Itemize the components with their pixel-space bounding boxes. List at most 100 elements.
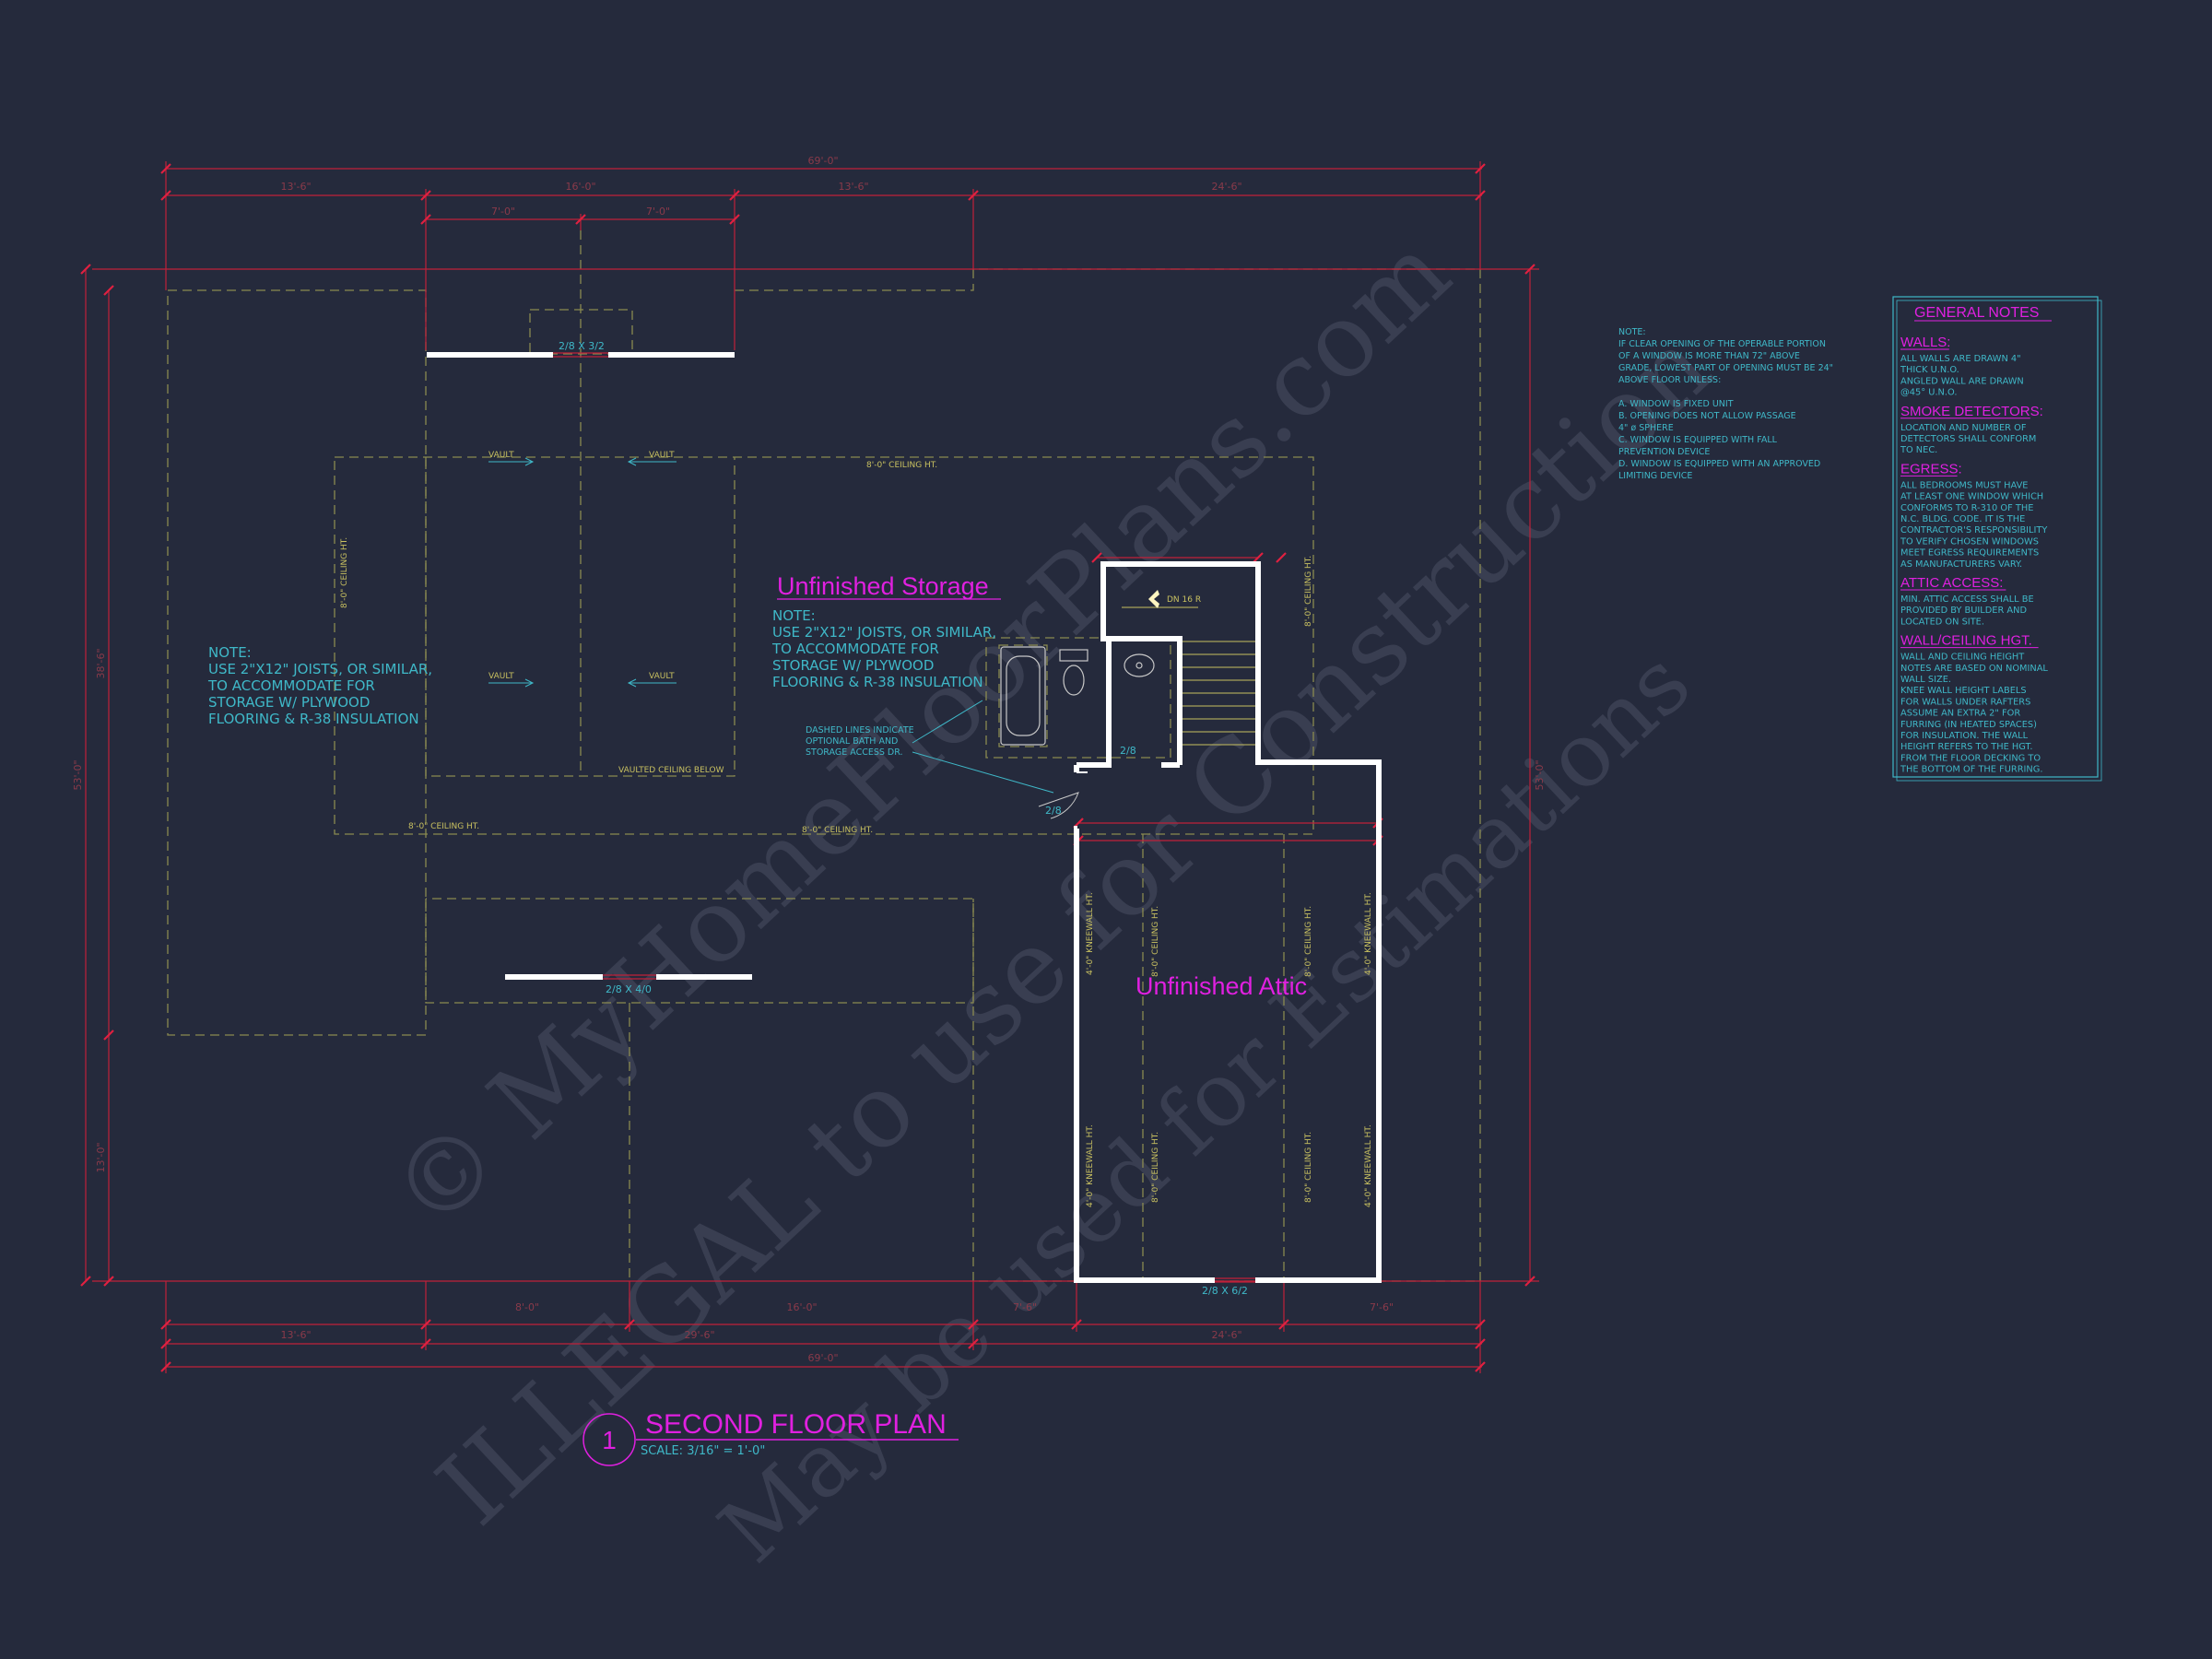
- drawing-number-circle: [582, 1413, 636, 1466]
- general-notes-line: HEIGHT REFERS TO THE HGT.: [1900, 742, 2032, 752]
- watermark: © MyHomeFloorPlans.com ILLEGAL to use fo…: [369, 213, 1733, 1583]
- dim-left-upper: 38'-6": [95, 648, 107, 678]
- general-notes-line: WALL SIZE.: [1900, 675, 1951, 685]
- dim-bottom-sub-4: 7'-6": [1370, 1301, 1394, 1313]
- door-label-2: 2/8: [1045, 805, 1062, 817]
- ceiling-label-6: 8'-0" CEILING HT.: [1151, 906, 1160, 977]
- general-notes-line: @45° U.N.O.: [1900, 388, 1957, 398]
- storage-note: NOTE: USE 2"X12" JOISTS, OR SIMILAR, TO …: [771, 607, 996, 690]
- door-swing: [1038, 792, 1079, 819]
- left-storage-note: NOTE: USE 2"X12" JOISTS, OR SIMILAR, TO …: [207, 644, 432, 727]
- ceiling-label-9: 8'-0" CEILING HT.: [1304, 1132, 1313, 1203]
- room-title-attic: Unfinished Attic: [1135, 972, 1307, 1000]
- general-notes-line: LOCATION AND NUMBER OF: [1900, 423, 2027, 433]
- window-label-top: 2/8 X 3/2: [559, 340, 605, 352]
- dashed-note-line-3: STORAGE ACCESS DR.: [806, 747, 903, 758]
- storage-note-line-5: FLOORING & R-38 INSULATION: [772, 674, 983, 690]
- dashed-outlines: [167, 230, 1481, 1282]
- stair-down-arrow-icon: [1148, 590, 1159, 608]
- general-notes-line: FURRING (IN HEATED SPACES): [1900, 720, 2037, 730]
- window-note-line-4: GRADE, LOWEST PART OF OPENING MUST BE 24…: [1618, 363, 1833, 373]
- general-notes-line: TO NEC.: [1900, 445, 1937, 455]
- window-note: NOTE: IF CLEAR OPENING OF THE OPERABLE P…: [1618, 327, 1833, 481]
- general-notes-heading: SMOKE DETECTORS:: [1900, 404, 2043, 419]
- room-title-storage: Unfinished Storage: [777, 572, 989, 600]
- stair-treads: [1122, 606, 1255, 746]
- storage-note-line-2: USE 2"X12" JOISTS, OR SIMILAR,: [772, 624, 996, 641]
- vault-label-1: VAULT: [488, 451, 514, 460]
- dim-top-sub-1: 7'-0": [491, 206, 515, 218]
- window-note-line-13: LIMITING DEVICE: [1618, 471, 1692, 481]
- general-notes-line: WALL AND CEILING HEIGHT: [1900, 653, 2025, 663]
- window-note-line-2: IF CLEAR OPENING OF THE OPERABLE PORTION: [1618, 339, 1826, 349]
- drawing-title: SECOND FLOOR PLAN: [645, 1409, 947, 1440]
- general-notes-line: CONTRACTOR'S RESPONSIBILITY: [1900, 525, 2047, 535]
- general-notes-line: CONFORMS TO R-310 OF THE: [1900, 503, 2033, 513]
- dim-top-2: 16'-0": [565, 181, 595, 193]
- general-notes-line: THICK U.N.O.: [1900, 365, 1959, 375]
- dim-top-3: 13'-6": [838, 181, 868, 193]
- general-notes-line: FROM THE FLOOR DECKING TO: [1900, 753, 2041, 763]
- dim-bottom-sub-1: 8'-0": [515, 1301, 539, 1313]
- general-notes-line: FOR INSULATION. THE WALL: [1900, 731, 2029, 741]
- leader-lines: [912, 700, 1054, 794]
- stair-dn-label: DN 16 R: [1167, 595, 1201, 605]
- general-notes-body: WALLS: ALL WALLS ARE DRAWN 4"THICK U.N.O.…: [1900, 335, 2048, 775]
- window-label-bottom-left: 2/8 X 4/0: [606, 983, 652, 995]
- plan-labels: VAULT VAULT VAULT VAULT VAULTED CEILING …: [340, 340, 1373, 1297]
- window-openings: [553, 352, 1255, 1283]
- dim-bottom-3: 24'-6": [1211, 1329, 1241, 1341]
- dim-bottom-sub-2: 16'-0": [786, 1301, 817, 1313]
- ceiling-label-5: 8'-0" CEILING HT.: [1304, 556, 1313, 627]
- window-note-line-3: OF A WINDOW IS MORE THAN 72" ABOVE: [1618, 351, 1800, 361]
- left-note-line-4: STORAGE W/ PLYWOOD: [208, 694, 370, 711]
- dim-right-overall: 53'-0": [1534, 759, 1546, 790]
- general-notes-heading: ATTIC ACCESS:: [1900, 575, 2003, 591]
- general-notes-line: AT LEAST ONE WINDOW WHICH: [1900, 492, 2043, 502]
- dim-top-1: 13'-6": [280, 181, 311, 193]
- general-notes-line: ALL WALLS ARE DRAWN 4": [1900, 354, 2021, 364]
- left-note-line-1: NOTE:: [208, 644, 252, 661]
- general-notes-line: ANGLED WALL ARE DRAWN: [1900, 376, 2024, 386]
- general-notes-line: ASSUME AN EXTRA 2" FOR: [1900, 709, 2020, 719]
- dim-bottom-sub-3: 7'-6": [1013, 1301, 1037, 1313]
- window-note-line-9: 4" ø SPHERE: [1618, 423, 1674, 433]
- left-note-line-3: TO ACCOMMODATE FOR: [207, 677, 375, 694]
- kneewall-label-4: 4'-0" KNEEWALL HT.: [1364, 1124, 1373, 1207]
- kneewall-label-3: 4'-0" KNEEWALL HT.: [1086, 1124, 1095, 1207]
- ceiling-label-2: 8'-0" CEILING HT.: [408, 822, 479, 831]
- dim-left-lower: 13'-0": [95, 1142, 107, 1172]
- dim-top-sub-2: 7'-0": [646, 206, 670, 218]
- window-note-line-12: D. WINDOW IS EQUIPPED WITH AN APPROVED: [1618, 459, 1820, 469]
- dim-top-4: 24'-6": [1211, 181, 1241, 193]
- ceiling-label-3: 8'-0" CEILING HT.: [802, 826, 873, 835]
- general-notes-line: MEET EGRESS REQUIREMENTS: [1900, 548, 2039, 559]
- kneewall-label-1: 4'-0" KNEEWALL HT.: [1086, 892, 1095, 975]
- dim-overall-top: 69'-0": [807, 155, 838, 167]
- dashed-note-line-2: OPTIONAL BATH AND: [806, 736, 898, 747]
- vault-arrows: [488, 457, 677, 688]
- dim-overall-bottom: 69'-0": [807, 1352, 838, 1364]
- dashed-lines-note: DASHED LINES INDICATE OPTIONAL BATH AND …: [806, 725, 914, 758]
- window-note-line-11: PREVENTION DEVICE: [1618, 447, 1710, 457]
- general-notes-panel: GENERAL NOTES: [1892, 296, 2102, 782]
- door-label-1: 2/8: [1120, 745, 1136, 757]
- storage-note-line-3: TO ACCOMMODATE FOR: [771, 641, 939, 657]
- general-notes-line: AS MANUFACTURERS VARY.: [1900, 559, 2022, 570]
- ceiling-label-7: 8'-0" CEILING HT.: [1304, 906, 1313, 977]
- walls: [427, 352, 1382, 1283]
- general-notes-heading: WALLS:: [1900, 335, 1950, 350]
- window-note-line-8: B. OPENING DOES NOT ALLOW PASSAGE: [1618, 411, 1796, 421]
- kneewall-label-2: 4'-0" KNEEWALL HT.: [1364, 892, 1373, 975]
- window-note-line-1: NOTE:: [1618, 327, 1646, 337]
- general-notes-line: KNEE WALL HEIGHT LABELS: [1900, 686, 2027, 696]
- general-notes-line: FOR WALLS UNDER RAFTERS: [1900, 697, 2030, 707]
- dim-bottom-1: 13'-6": [280, 1329, 311, 1341]
- dashed-note-line-1: DASHED LINES INDICATE: [806, 725, 914, 735]
- window-note-line-7: A. WINDOW IS FIXED UNIT: [1618, 399, 1734, 409]
- window-note-line-10: C. WINDOW IS EQUIPPED WITH FALL: [1618, 435, 1778, 445]
- dimension-labels: 69'-0" 13'-6" 16'-0" 13'-6" 24'-6" 7'-0"…: [72, 155, 1546, 1364]
- general-notes-line: PROVIDED BY BUILDER AND: [1900, 606, 2027, 616]
- vault-label-4: VAULT: [649, 672, 675, 681]
